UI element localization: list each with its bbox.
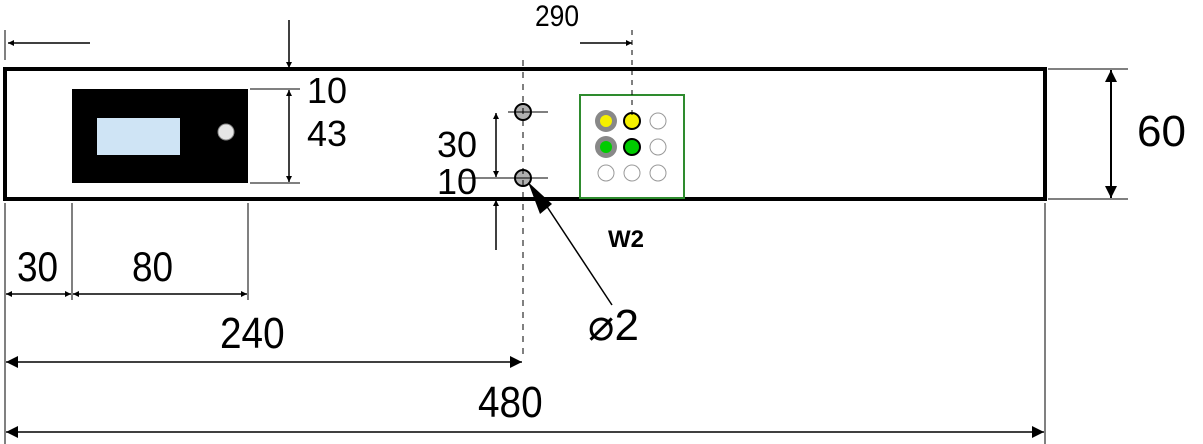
dim-43-label: 43	[307, 113, 348, 154]
led-r1c1	[600, 115, 612, 127]
led-r1c3	[649, 112, 667, 130]
dim-10-top-label: 10	[307, 70, 348, 111]
diameter-label: ⌀2	[588, 301, 639, 350]
led-r1c2	[623, 112, 641, 130]
diameter-leader-head	[528, 182, 552, 214]
display-screen	[97, 118, 180, 155]
led-r2c3	[649, 138, 667, 156]
led-r3c2	[623, 164, 641, 182]
diameter-leader	[539, 195, 613, 306]
dim-30-bottom-label: 30	[17, 243, 59, 290]
led-r3c3	[649, 164, 667, 182]
display-knob	[217, 123, 235, 141]
module-label: W2	[608, 226, 644, 253]
dim-60-label: 60	[1137, 107, 1186, 156]
led-grid	[595, 110, 667, 182]
dim-240-label: 240	[220, 309, 285, 358]
dim-10-bottom-label: 10	[437, 161, 478, 202]
led-r2c2	[623, 138, 641, 156]
dim-480-label: 480	[478, 378, 543, 427]
panel-outline	[3, 67, 1047, 201]
led-r3c1	[597, 164, 615, 182]
led-r2c1	[600, 141, 612, 153]
dim-80-label: 80	[132, 243, 174, 290]
dim-290-label: 290	[535, 0, 580, 33]
dim-30-spacing-label: 30	[437, 124, 478, 165]
